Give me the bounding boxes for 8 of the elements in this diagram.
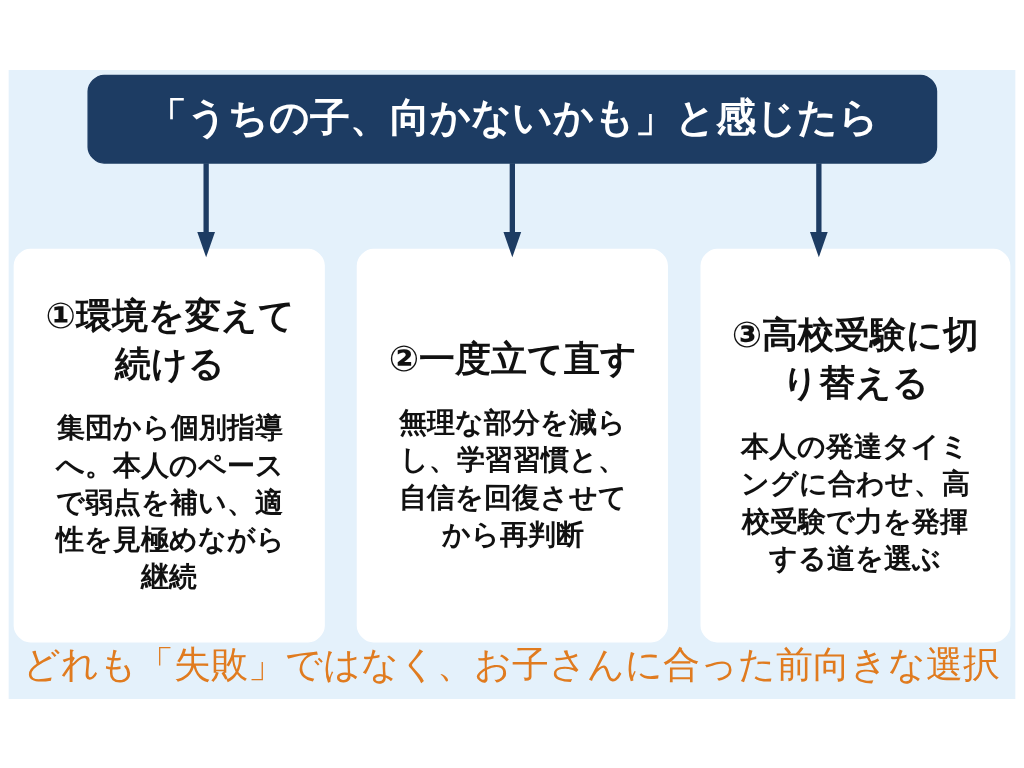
arrow [197, 162, 215, 257]
node-box: ③高校受験に切り替える 本人の発達タイミングに合わせ、高校受験で力を発揮する道を選ぶ [700, 248, 1011, 642]
node-box: ②一度立て直す 無理な部分を減らし、学習習慣と、自信を回復させてから再判断 [356, 248, 668, 642]
caption: どれも「失敗」ではなく、お子さんに合った前向きな選択 [23, 641, 1001, 686]
arrow [810, 162, 828, 257]
node-box: ①環境を変えて続ける 集団から個別指導へ。本人のペースで弱点を補い、適性を見極めながら継続 [13, 248, 325, 642]
node-box: 「うちの子、向かないかも」と感じたら [87, 74, 938, 164]
arrow [503, 162, 522, 257]
